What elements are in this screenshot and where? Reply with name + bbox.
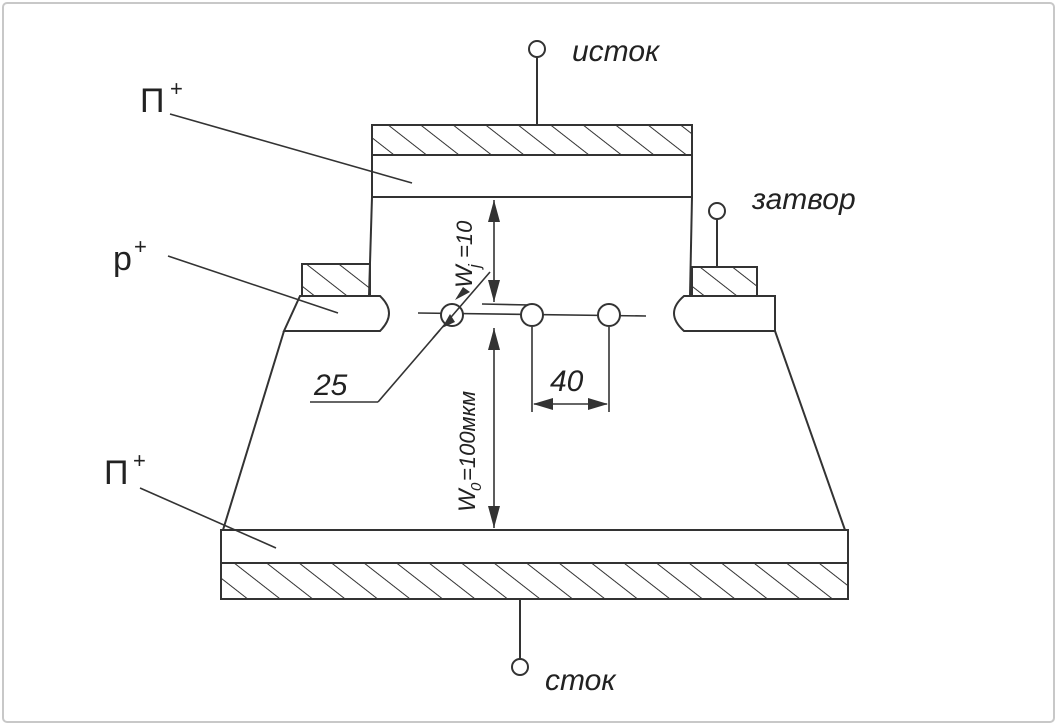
w0-label: W [454, 487, 481, 512]
dim-25-arrow-upper [455, 287, 470, 300]
n-plus-bottom-label: П [104, 454, 128, 492]
source-terminal-icon [528, 40, 546, 58]
dim-25-diagonal [432, 271, 491, 339]
source-label: исток [572, 35, 661, 68]
wj-subscript: j [465, 263, 484, 270]
n-plus-top-label: П [140, 82, 164, 120]
wj-arrow-top [488, 200, 500, 222]
dim-25-arrow-lower [442, 314, 455, 328]
dim-25-leader [377, 329, 441, 403]
w0-subscript: 0 [468, 482, 485, 491]
p-plus-leader [167, 255, 339, 314]
top-n-plus-layer [371, 154, 693, 198]
p-plus-label: p [113, 240, 132, 278]
drain-terminal-icon [511, 658, 529, 676]
hole-3-icon [597, 303, 621, 327]
wj-value: =10 [452, 220, 477, 258]
gate-label: затвор [751, 183, 856, 216]
dim-40-arrow-left [533, 398, 553, 410]
gate-terminal-icon [708, 202, 726, 220]
wj-bottom-extension [481, 303, 531, 306]
w0-value: =100мкм [455, 391, 480, 481]
drain-label: сток [545, 664, 617, 697]
p-plus-sup: + [134, 234, 147, 259]
hole-2-icon [520, 303, 544, 327]
left-gate-contact [301, 263, 371, 297]
w0-arrow-top [488, 328, 500, 350]
wj-arrow-bottom [488, 280, 500, 302]
n-plus-bottom-leader [139, 487, 277, 549]
right-p-plus-region [673, 295, 776, 332]
dim-40-arrow-right [588, 398, 608, 410]
bottom-n-plus-layer [220, 529, 849, 564]
right-gate-contact [691, 266, 758, 297]
mesa-right-wall [689, 196, 693, 297]
w0-arrow-bottom [488, 506, 500, 528]
n-plus-top-leader [169, 113, 413, 184]
n-plus-bottom-sup: + [133, 448, 146, 473]
source-electrode [371, 124, 693, 156]
drain-electrode [220, 562, 849, 600]
dim-40-label: 40 [550, 365, 584, 398]
n-plus-top-sup: + [170, 76, 183, 101]
dim-25-label: 25 [313, 369, 348, 402]
wj-label: W [451, 263, 478, 288]
left-p-plus-region [282, 295, 390, 332]
